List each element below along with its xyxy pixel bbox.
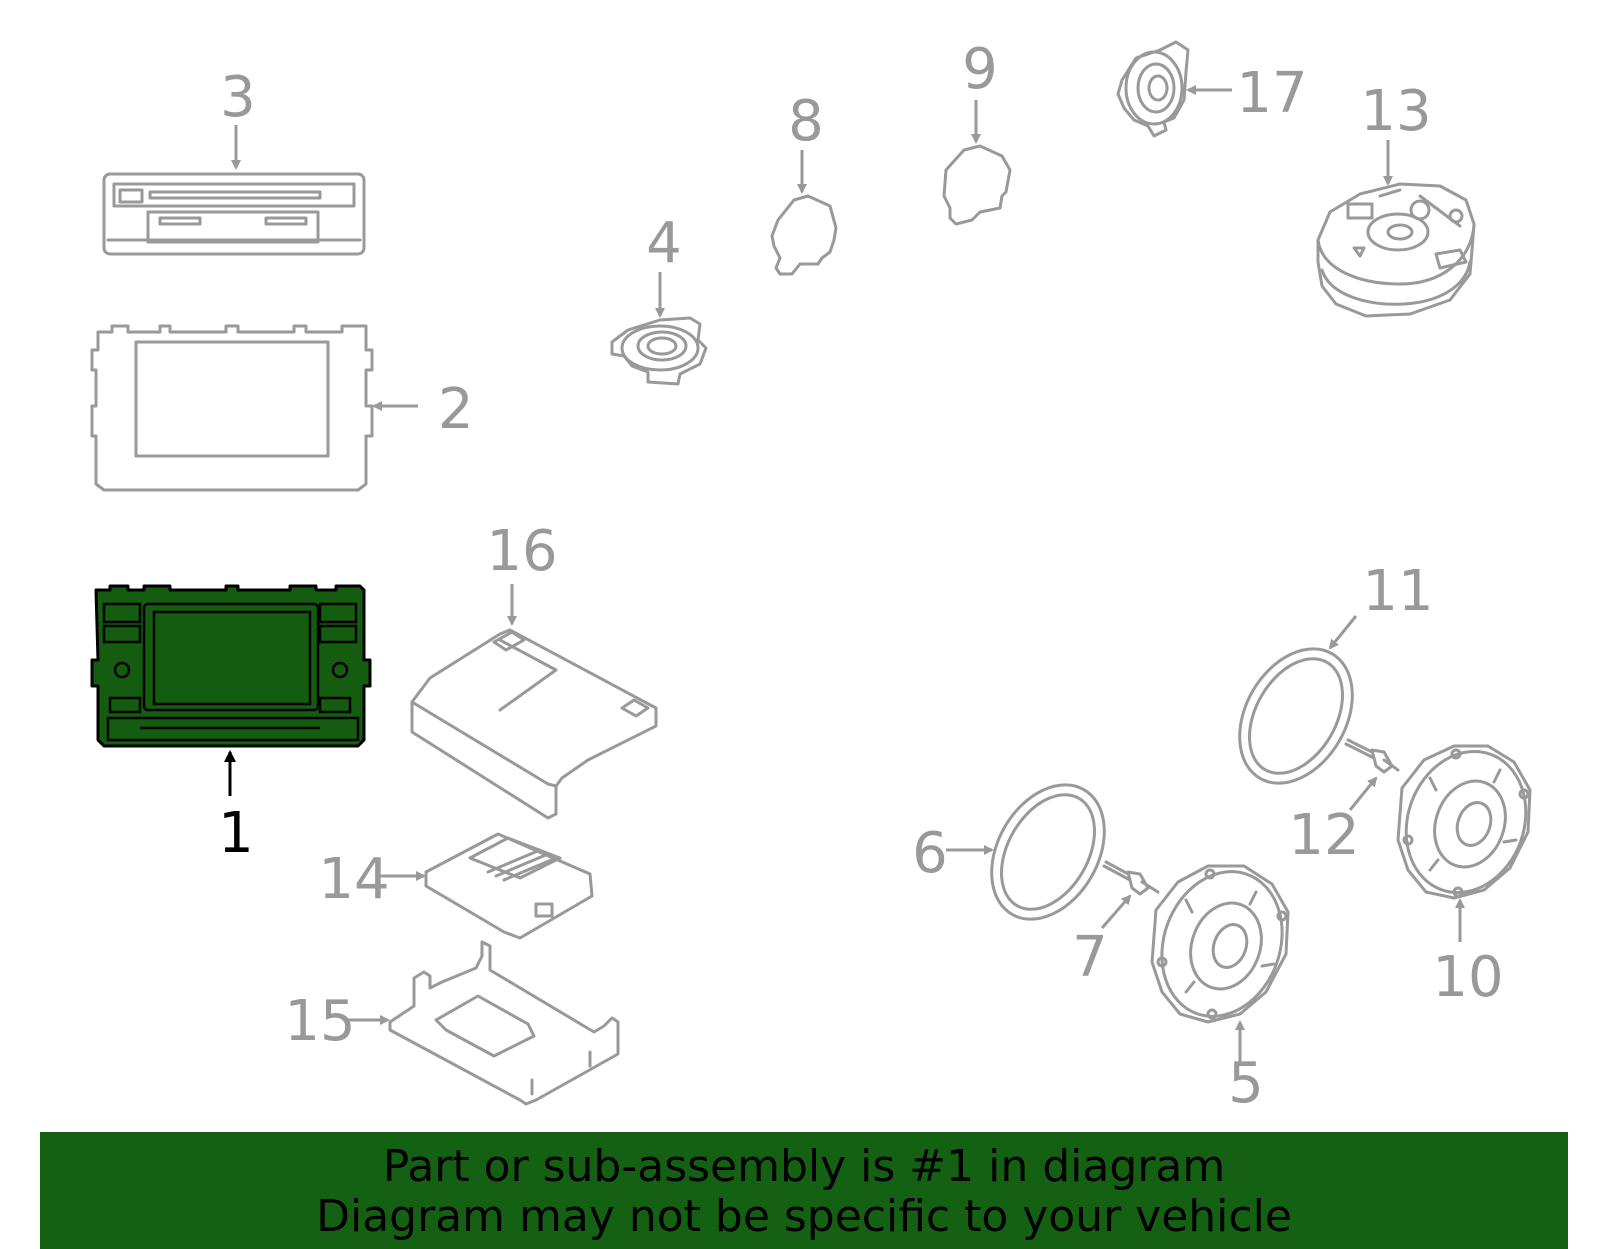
banner-line-2: Diagram may not be specific to your vehi… xyxy=(316,1191,1292,1242)
part-16-housing-cover xyxy=(410,628,658,820)
callout-11: 11 xyxy=(1362,559,1433,624)
part-12-screw xyxy=(1344,738,1400,774)
part-3-cd-unit xyxy=(102,172,366,256)
part-2-display-bezel xyxy=(90,324,374,492)
part-13-subwoofer xyxy=(1316,182,1476,318)
part-5-speaker xyxy=(1150,864,1290,1024)
part-10-speaker xyxy=(1396,744,1532,900)
arrow-7 xyxy=(1100,894,1132,929)
part-15-bracket-tray xyxy=(388,940,620,1106)
arrow-11 xyxy=(1328,615,1358,650)
part-7-screw xyxy=(1102,860,1160,896)
part-8-gasket xyxy=(770,194,838,276)
part-11-gasket-ring xyxy=(1238,647,1354,785)
info-banner: Part or sub-assembly is #1 in diagram Di… xyxy=(40,1132,1568,1249)
callout-7: 7 xyxy=(1072,925,1108,990)
callout-16: 16 xyxy=(486,519,557,584)
callout-5: 5 xyxy=(1228,1051,1264,1116)
callout-10: 10 xyxy=(1432,945,1503,1010)
part-9-gasket xyxy=(942,144,1012,226)
callout-3: 3 xyxy=(220,65,256,130)
callout-1: 1 xyxy=(218,801,254,866)
part-1-radio-unit-highlighted xyxy=(90,584,372,748)
part-14-module xyxy=(424,832,594,940)
part-17-small-speaker xyxy=(1116,40,1190,138)
callout-4: 4 xyxy=(646,211,682,276)
banner-line-1: Part or sub-assembly is #1 in diagram xyxy=(382,1141,1226,1192)
callout-2: 2 xyxy=(438,377,474,442)
callout-17: 17 xyxy=(1236,61,1307,126)
part-6-gasket-ring xyxy=(990,783,1106,921)
callout-14: 14 xyxy=(318,847,389,912)
callout-15: 15 xyxy=(284,989,355,1054)
callout-8: 8 xyxy=(788,89,824,154)
part-4-tweeter xyxy=(610,316,708,386)
arrow-12 xyxy=(1348,776,1378,811)
callout-12: 12 xyxy=(1288,803,1359,868)
callout-13: 13 xyxy=(1360,79,1431,144)
callout-9: 9 xyxy=(962,37,998,102)
callout-6: 6 xyxy=(912,821,948,886)
